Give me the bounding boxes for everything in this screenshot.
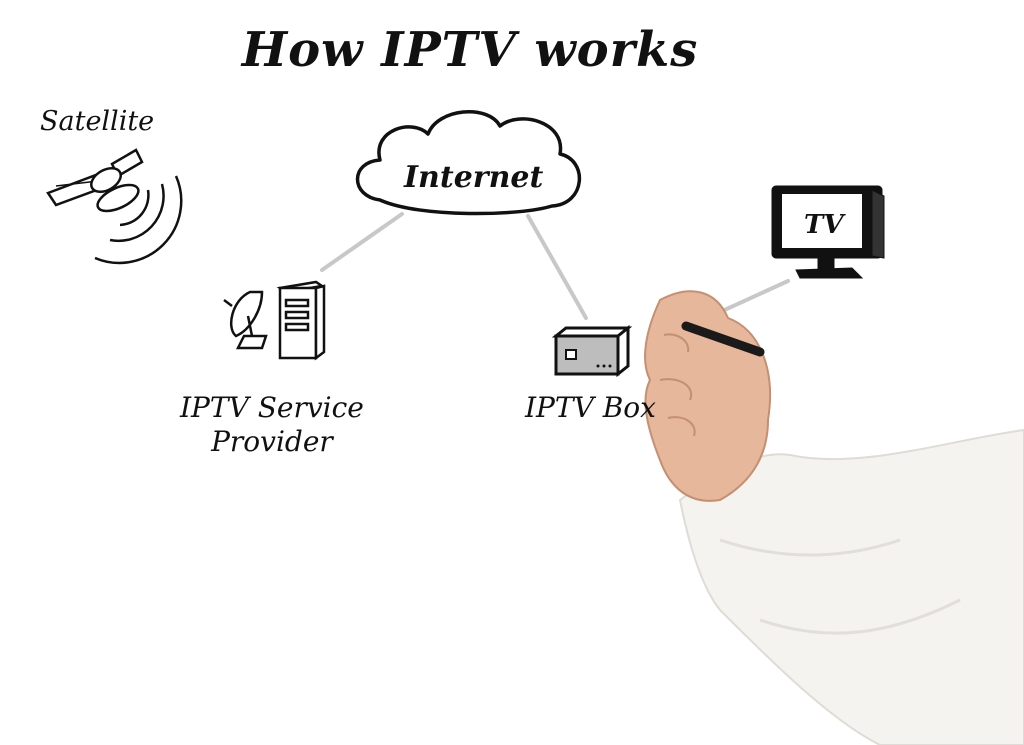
server-tower-icon [276,280,326,361]
shirt-sleeve [678,428,1024,745]
isp-label: IPTV Service Provider [180,391,364,459]
tv-icon [771,185,885,279]
marker-pen [681,321,765,357]
isp-label-line2: Provider [211,425,333,458]
satellite-dish-icon [223,290,268,350]
cloud-icon [355,109,582,216]
satellite-label: Satellite [40,106,155,137]
iptv-box-label: IPTV Box [525,391,656,424]
connector-internet-isp [320,212,404,272]
connector-internet-box [526,214,588,320]
internet-label: Internet [404,160,544,195]
satellite-icon [46,148,183,265]
tv-label: TV [804,210,844,240]
hand-with-marker [644,290,1024,745]
diagram-title: How IPTV works [241,22,699,78]
iptv-box-icon [551,324,633,378]
hand [644,290,772,502]
isp-label-line1: IPTV Service [180,391,364,424]
